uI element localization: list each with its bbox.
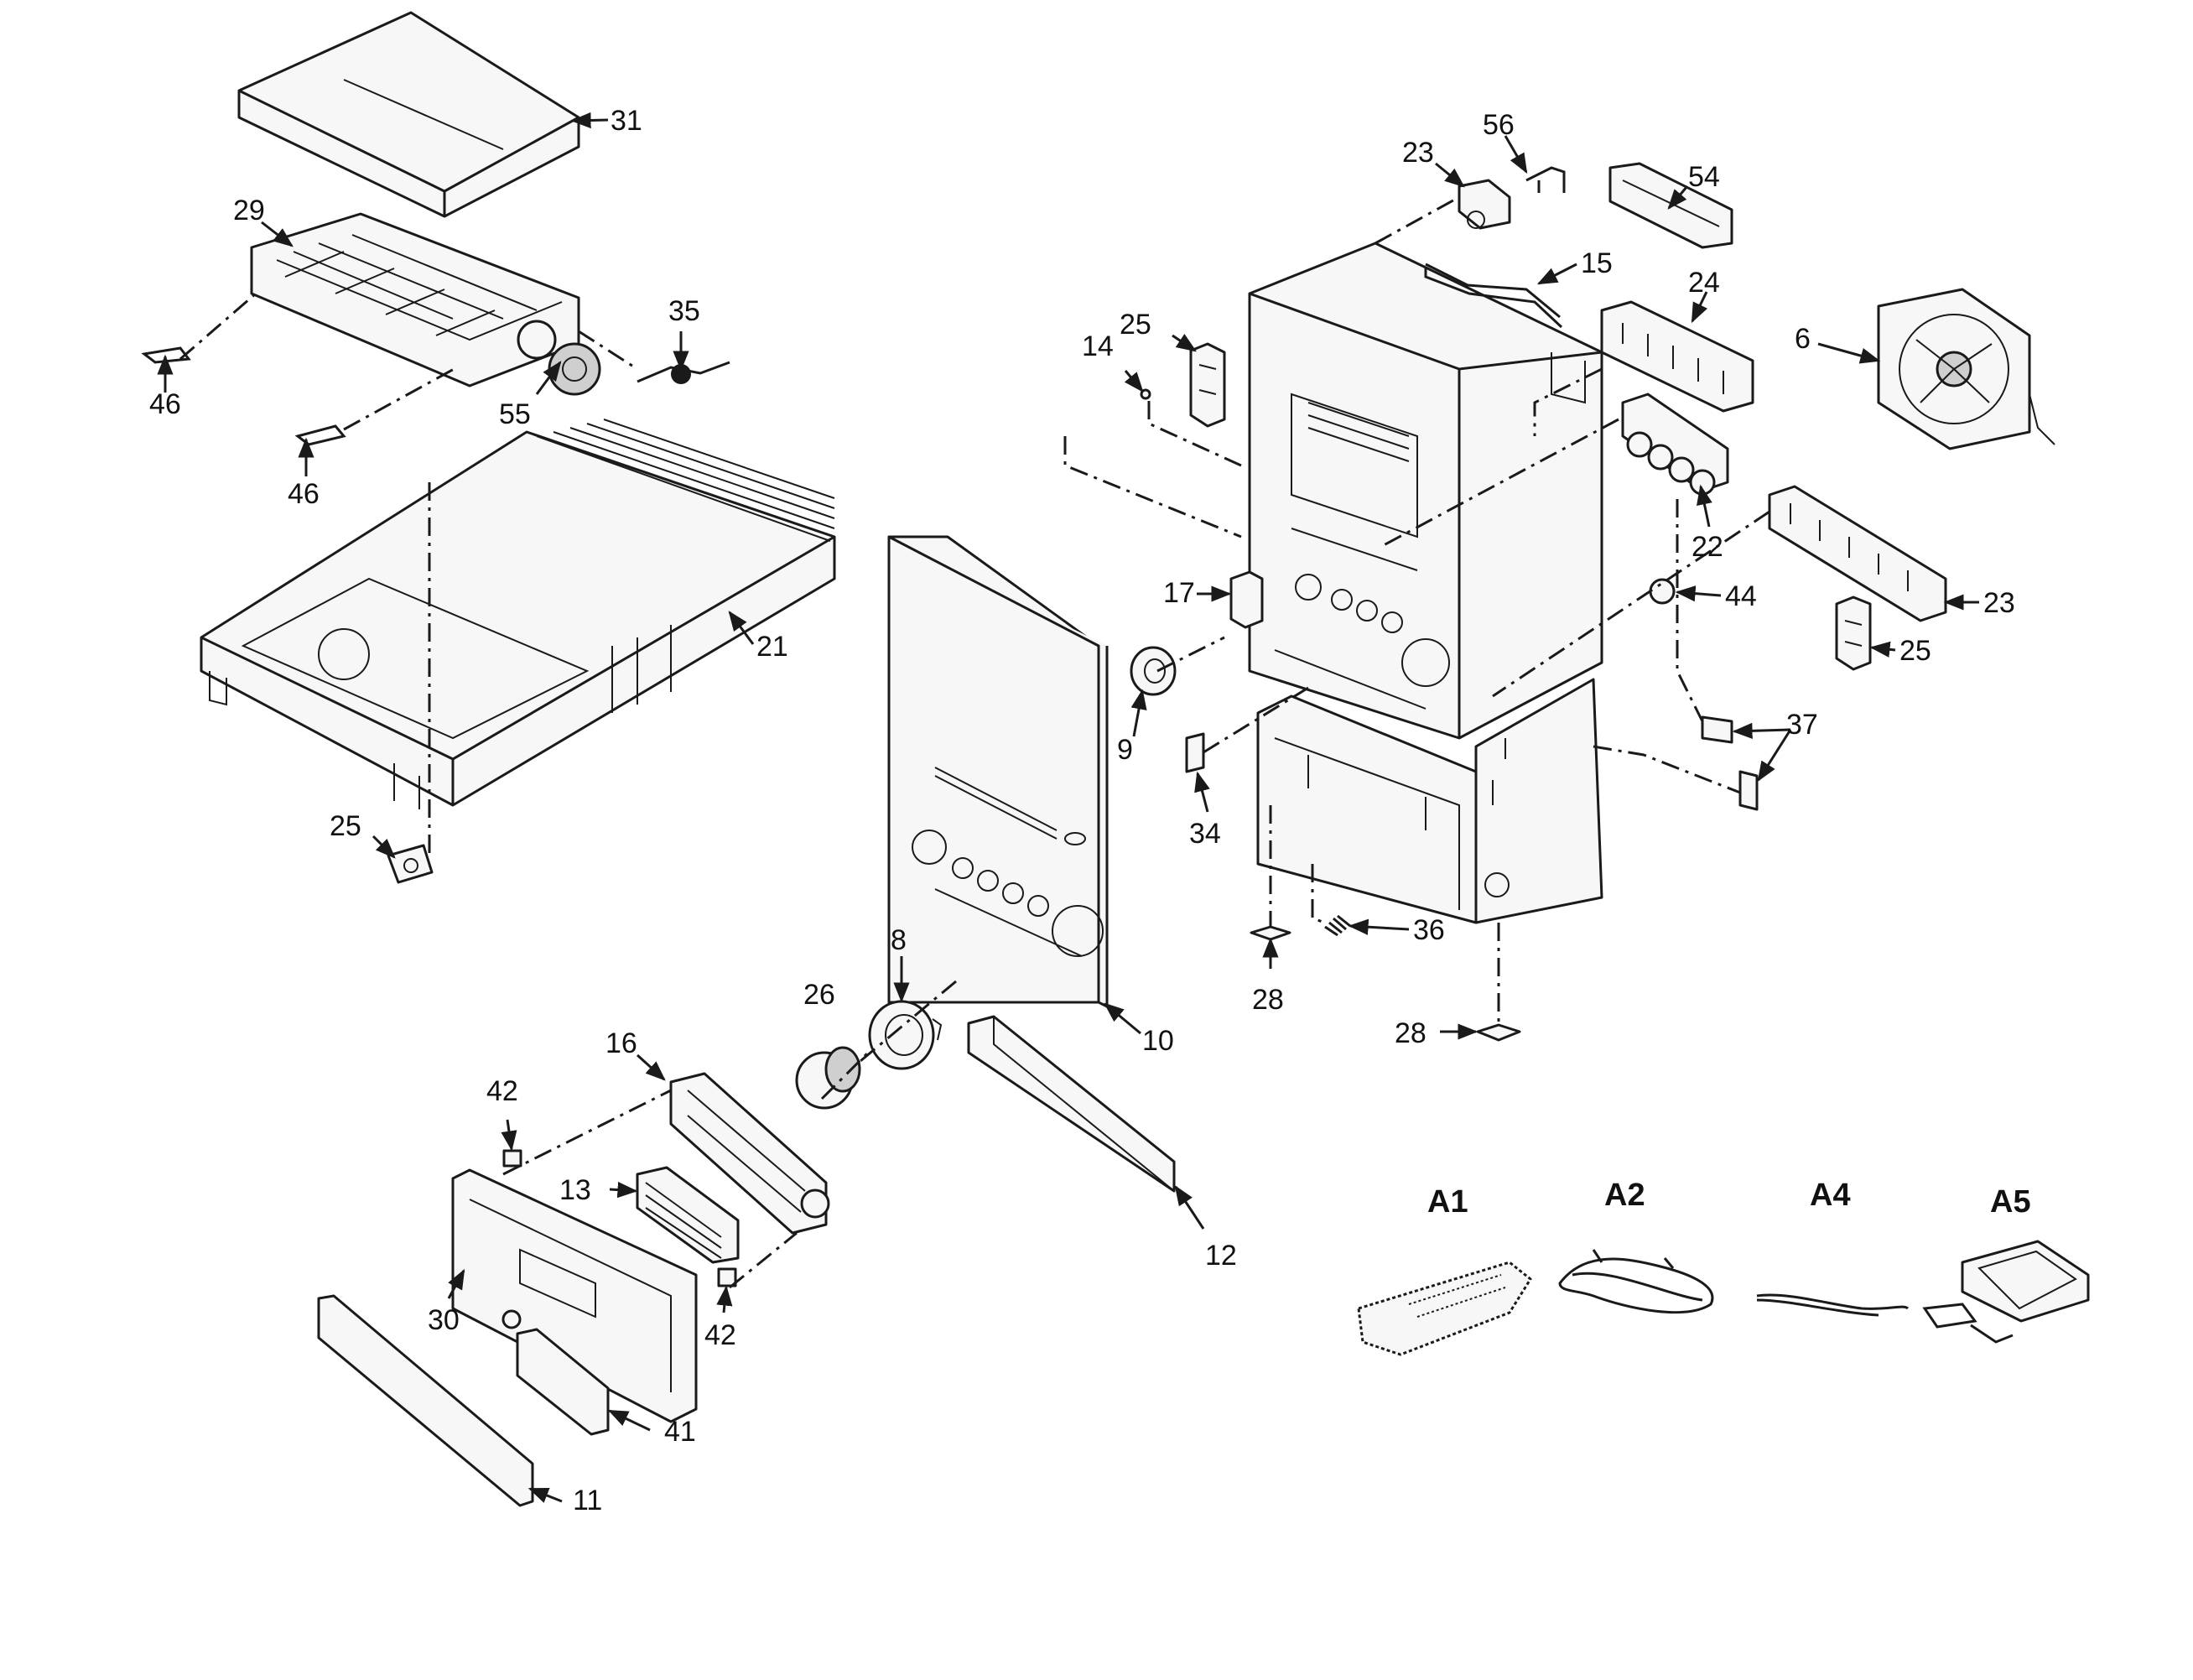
part-ring-44 [1649,578,1676,605]
part-label: 25 [1899,635,1931,667]
part-clips-37 [1701,715,1759,811]
part-label: 17 [1163,577,1195,609]
accessory-label: A1 [1427,1184,1468,1220]
part-label: 23 [1983,587,2015,619]
part-label: 31 [611,105,642,137]
part-label: 10 [1142,1025,1174,1057]
part-main-chassis [200,419,836,809]
part-label: 54 [1688,161,1720,193]
part-switch-25c [1835,596,1872,671]
part-rear-housing [1248,242,1603,740]
part-screw-14 [1140,388,1151,400]
part-label: 29 [233,195,265,226]
part-bezel-30 [451,1168,698,1423]
accessory-label: A5 [1990,1184,2031,1220]
part-front-panel [887,535,1109,1008]
part-button-strip-23b [1768,485,1947,622]
part-label: 44 [1725,580,1757,612]
part-clip-46a [141,346,191,364]
part-knob-set-22 [1621,393,1729,496]
part-label: 30 [428,1304,460,1336]
part-label: 25 [330,810,361,842]
part-label: 14 [1082,330,1114,362]
part-label: 26 [803,979,835,1011]
part-label: 6 [1795,323,1811,355]
part-bracket-23a [1458,179,1511,230]
part-label: 11 [573,1485,602,1516]
part-label: 13 [559,1174,591,1206]
part-label: 46 [288,478,320,510]
part-bracket-16 [669,1072,830,1235]
part-foot-28a [1250,925,1291,941]
part-ring-9 [1130,646,1177,696]
accessory-label: A2 [1604,1178,1645,1213]
part-label: 56 [1483,109,1515,141]
part-top-lid [237,11,580,218]
part-label: 22 [1692,531,1723,563]
part-switch-25b [1189,342,1226,428]
part-bracket-25 [387,844,434,884]
assembly-lines [179,195,1770,1289]
part-knob-ring [868,1000,943,1070]
part-spring-36 [1324,914,1351,937]
part-label: 21 [756,631,788,663]
accessory-antenna-a5 [1922,1240,2090,1344]
part-label: 9 [1117,734,1133,766]
part-label: 46 [149,388,181,420]
accessory-label-group: A1 A2 A4 A5 [1427,1178,2031,1220]
part-label: 41 [664,1416,696,1448]
part-label: 42 [486,1075,518,1107]
part-window-41 [516,1328,610,1436]
part-nut-42a [502,1149,522,1168]
part-button-strip-24 [1600,300,1754,413]
part-volume-knob [795,1046,861,1110]
part-label: 15 [1581,247,1613,279]
part-label: 28 [1252,984,1284,1016]
part-cd-tray-frame [250,212,601,396]
part-label: 55 [499,398,531,430]
part-label: 28 [1395,1017,1426,1049]
part-grille-13 [636,1166,740,1264]
part-fan-6 [1877,288,2055,450]
part-label: 16 [605,1027,637,1059]
accessory-cable-a2 [1558,1249,1714,1314]
part-clip-56 [1525,166,1566,193]
part-label: 36 [1413,914,1445,946]
part-label: 25 [1120,309,1151,341]
part-bracket-15 [1424,263,1563,329]
part-plate-34 [1185,732,1205,773]
part-foot-28b [1476,1023,1521,1042]
part-label: 12 [1205,1240,1237,1272]
part-label: 24 [1688,267,1720,299]
accessory-cable-a4 [1756,1293,1910,1317]
part-bracket-17 [1229,570,1264,629]
part-label: 34 [1189,818,1221,850]
leader-lines [157,112,1979,1503]
part-label: 37 [1786,709,1818,741]
part-label: 23 [1402,137,1434,169]
part-label: 35 [668,295,700,327]
part-spring [637,361,730,384]
part-window-12 [967,1015,1176,1193]
accessory-remote-a1 [1357,1261,1532,1356]
part-clip-46b [294,424,346,446]
part-label-group: 31 29 35 46 55 46 21 25 23 56 54 15 25 1… [149,105,2015,1516]
part-label: 42 [704,1319,736,1351]
part-label: 8 [891,924,907,956]
accessory-label: A4 [1810,1178,1851,1213]
